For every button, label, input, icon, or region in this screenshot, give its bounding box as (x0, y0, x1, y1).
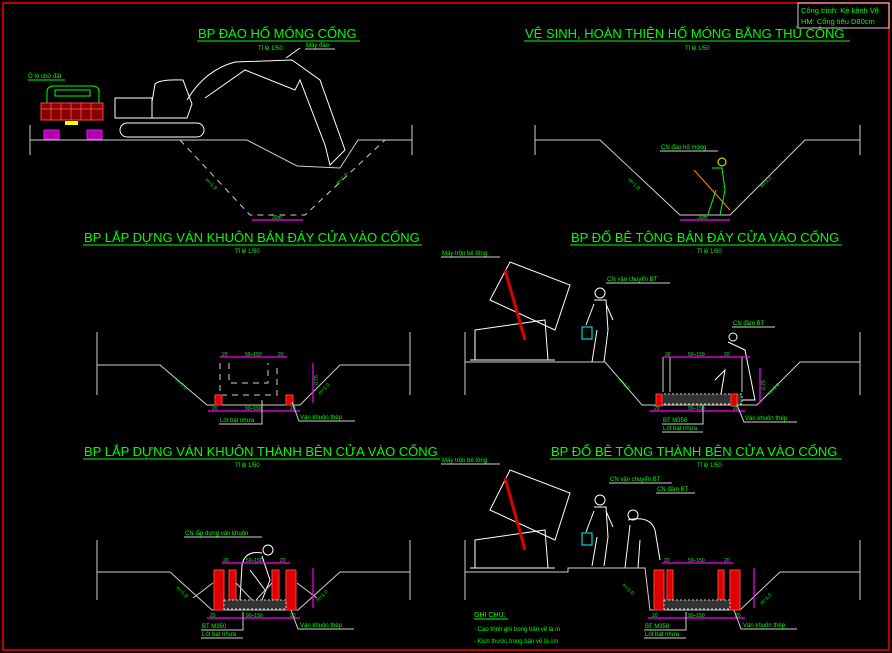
mixer-label: Máy trộn bê tông (442, 251, 487, 257)
dim-label: 20 (652, 613, 658, 619)
dim-label: 20 (280, 558, 286, 564)
worker-compacting-icon (714, 332, 756, 401)
dim-label: 20 (735, 613, 741, 619)
dim-label: 20 (222, 352, 228, 358)
worker-assembling-icon (239, 544, 274, 601)
dim-label: 20 (278, 352, 284, 358)
dim-label: 90÷150 (688, 613, 705, 619)
formwork-label: Ván khuôn thép (743, 623, 786, 629)
worker-compacting-icon (624, 509, 661, 569)
note-item: - Cao trình ghi trong bản vẽ là m (474, 627, 560, 633)
truck-label: Ô tô chở đất (28, 73, 62, 80)
panel-bottom-formwork: BP LẮP DỰNG VÁN KHUÔN BẢN ĐÁY CỬA VÀO CỐ… (83, 230, 422, 425)
panel-title: BP ĐỔ BÊ TÔNG THÀNH BÊN CỬA VÀO CỐNG (551, 444, 837, 459)
panel-title: VỆ SINH, HOÀN THIỆN HỐ MÓNG BẰNG THỦ CÔN… (525, 26, 845, 41)
notes: GHI CHÚ: - Cao trình ghi trong bản vẽ là… (474, 610, 560, 645)
slope-label: m=1.0 (759, 175, 773, 189)
dim-label: 0.75 (314, 375, 320, 385)
panel-scale: Tỉ lệ 1/50 (235, 462, 260, 469)
concrete-mixer-icon (470, 261, 571, 361)
panel-wall-formwork: BP LẮP DỰNG VÁN KHUÔN THÀNH BÊN CỬA VÀO … (83, 444, 440, 639)
notes-heading: GHI CHÚ: (474, 610, 506, 619)
worker-carrying-icon (581, 287, 614, 363)
panel-scale: Tỉ lệ 1/50 (685, 45, 710, 52)
panel-cleaning: VỆ SINH, HOÀN THIỆN HỐ MÓNG BẰNG THỦ CÔN… (524, 26, 861, 221)
slope-label: m=1.0 (621, 582, 635, 596)
liner-label: Lót bạt nhựa (202, 632, 237, 638)
panel-scale: Tỉ lệ 1/50 (697, 462, 722, 469)
worker-label: CN đào hố móng (661, 145, 706, 151)
panel-excavation: BP ĐÀO HỐ MÓNG CỐNG Tỉ lệ 1/50 Máy đào Ô… (28, 26, 413, 221)
dim-label: 20 (664, 558, 670, 564)
mixer-label: Máy trộn bê tông (442, 458, 487, 464)
slope-label: m=1.0 (759, 592, 773, 606)
panel-bottom-concrete: BP ĐỔ BÊ TÔNG BẢN ĐÁY CỬA VÀO CỐNG Tỉ lệ… (441, 230, 861, 433)
carrier-label: CN vận chuyển BT (607, 276, 658, 283)
title-block-project: Công trình: Kè kênh Vệ (801, 6, 879, 15)
formwork-label: Ván khuôn thép (300, 415, 343, 421)
excavator-label: Máy đào (306, 43, 330, 49)
carrier-label: CN vận chuyển BT (610, 476, 661, 483)
dim-label: 50÷150 (246, 558, 263, 564)
worker-shovel-icon (693, 157, 731, 216)
slope-label: m=1.0 (315, 589, 329, 603)
dim-label: 20 (210, 613, 216, 619)
concrete-mixer-icon (470, 469, 571, 569)
panel-title: BP LẮP DỰNG VÁN KHUÔN BẢN ĐÁY CỬA VÀO CỐ… (84, 230, 420, 245)
panel-title: BP ĐÀO HỐ MÓNG CỐNG (198, 26, 357, 41)
dim-label: 20 (223, 558, 229, 564)
dim-label: 20 (665, 352, 671, 358)
liner-label: Lót bạt nhựa (663, 426, 698, 432)
dump-truck-icon (40, 85, 104, 140)
dim-label: 50÷150 (688, 352, 705, 358)
liner-label: Lót bạt nhựa (645, 632, 680, 638)
panel-scale: Tỉ lệ 1/50 (258, 45, 283, 52)
title-block-item: HM: Cống tiêu D80cm (801, 17, 875, 26)
slope-label: m=1.0 (174, 377, 188, 391)
dim-label: 20 (290, 406, 296, 412)
panel-scale: Tỉ lệ 1/50 (235, 248, 260, 255)
worker-carrying-icon (581, 494, 614, 567)
dim-label: 20 (212, 406, 218, 412)
note-item: - Kích thước trong bản vẽ là cm (474, 639, 558, 645)
dim-label: 20 (654, 406, 660, 412)
slope-label: m=1.0 (627, 177, 641, 191)
panel-wall-concrete: BP ĐỔ BÊ TÔNG THÀNH BÊN CỬA VÀO CỐNG Tỉ … (441, 444, 861, 639)
dim-label: 90÷150 (246, 613, 263, 619)
liner-label: Lót bạt nhựa (220, 418, 255, 424)
concrete-label: BT M350 (663, 418, 688, 424)
dim-label: 20 (724, 352, 730, 358)
formwork-label: Ván khuôn thép (300, 623, 343, 629)
dim-label: 90÷150 (688, 406, 705, 412)
panel-title: BP LẮP DỰNG VÁN KHUÔN THÀNH BÊN CỬA VÀO … (84, 444, 438, 459)
dim-label: 0.75 (761, 380, 767, 390)
dim-label: 90÷150 (245, 406, 262, 412)
slope-label: m=1.0 (767, 382, 781, 396)
panel-title: BP ĐỔ BÊ TÔNG BẢN ĐÁY CỬA VÀO CỐNG (571, 230, 839, 245)
concrete-label: BT M350 (645, 624, 670, 630)
formwork-label: Ván khuôn thép (745, 416, 788, 422)
worker-label: CN lắp dựng ván khuôn (185, 530, 248, 537)
concrete-label: BT M350 (202, 624, 227, 630)
slope-label: m=1.0 (204, 177, 218, 191)
slope-label: m=1.0 (335, 172, 349, 186)
compactor-label: CN đầm BT (733, 321, 765, 327)
excavator-icon (114, 47, 346, 166)
dim-bottom: 30m (272, 215, 282, 221)
dim-label: 20 (733, 406, 739, 412)
panel-scale: Tỉ lệ 1/50 (697, 248, 722, 255)
dim-bottom: 30m (698, 215, 708, 221)
compactor-label: CN đầm BT (657, 487, 689, 493)
dim-label: 20 (724, 558, 730, 564)
dim-label: 50÷150 (245, 352, 262, 358)
dim-label: 50÷150 (688, 558, 705, 564)
title-block: Công trình: Kè kênh Vệ HM: Cống tiêu D80… (797, 2, 890, 29)
